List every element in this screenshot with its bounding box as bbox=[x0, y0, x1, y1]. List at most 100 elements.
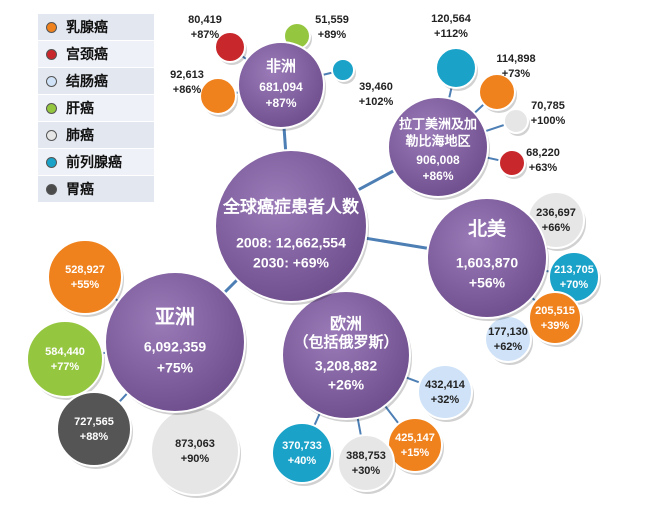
bubbles: 80,419 +87% 51,559 +89% 92,613 +86% 39,460 +102… bbox=[26, 13, 601, 498]
bubble-europe-breast bbox=[387, 417, 443, 473]
region-value: 6,092,359 bbox=[144, 339, 206, 355]
cancer-value: 68,220 bbox=[526, 147, 560, 159]
legend-label: 宫颈癌 bbox=[66, 46, 108, 62]
cancer-value: 727,565 bbox=[74, 416, 114, 428]
cancer-value: 92,613 bbox=[170, 69, 204, 81]
center-growth: 2030: +69% bbox=[253, 255, 329, 271]
cancer-value: 425,147 bbox=[395, 432, 435, 444]
cancer-value: 528,927 bbox=[65, 264, 105, 276]
cancer-value: 213,705 bbox=[554, 264, 594, 276]
cancer-growth: +30% bbox=[352, 465, 381, 477]
legend-item-liver: 肝癌 bbox=[38, 95, 154, 122]
legend-swatch bbox=[46, 156, 57, 168]
region-value: 1,603,870 bbox=[456, 255, 518, 271]
legend-label: 前列腺癌 bbox=[66, 154, 122, 170]
legend-swatch bbox=[46, 102, 57, 114]
bubble-region-europe bbox=[281, 290, 411, 420]
legend-item-cervical: 宫颈癌 bbox=[38, 41, 154, 68]
region-value: 3,208,882 bbox=[315, 358, 377, 374]
legend-label: 结肠癌 bbox=[66, 73, 108, 89]
cancer-growth: +86% bbox=[173, 84, 202, 96]
center-title: 全球癌症患者人数 bbox=[222, 196, 360, 216]
cancer-value: 80,419 bbox=[188, 14, 222, 26]
bubble-africa-cervical bbox=[214, 31, 246, 63]
legend-item-breast: 乳腺癌 bbox=[38, 14, 154, 41]
cancer-growth: +88% bbox=[80, 431, 109, 443]
bubble-namerica-breast bbox=[528, 291, 582, 345]
bubble-latam-prostate bbox=[435, 47, 477, 89]
legend-item-lung: 肺癌 bbox=[38, 122, 154, 149]
bubble-africa-prostate bbox=[331, 58, 355, 82]
legend-swatch bbox=[46, 21, 57, 33]
bubble-latam-breast bbox=[478, 73, 516, 111]
cancer-value: 205,515 bbox=[535, 305, 575, 317]
cancer-growth: +100% bbox=[531, 115, 566, 127]
legend-swatch bbox=[46, 183, 57, 195]
legend-item-colorectal: 结肠癌 bbox=[38, 68, 154, 95]
region-growth: +87% bbox=[265, 96, 296, 110]
cancer-value: 873,063 bbox=[175, 438, 215, 450]
legend-item-prostate: 前列腺癌 bbox=[38, 149, 154, 176]
cancer-growth: +87% bbox=[191, 29, 220, 41]
cancer-value: 236,697 bbox=[536, 207, 576, 219]
bubble-center bbox=[214, 149, 368, 303]
region-value: 906,008 bbox=[416, 153, 460, 167]
bubble-asia-liver bbox=[26, 320, 104, 398]
bubble-asia-lung bbox=[150, 406, 240, 496]
center-total: 2008: 12,662,554 bbox=[236, 235, 346, 251]
region-name: 北美 bbox=[468, 217, 507, 240]
cancer-growth: +66% bbox=[542, 222, 571, 234]
legend-swatch bbox=[46, 129, 57, 141]
cancer-growth: +62% bbox=[494, 341, 523, 353]
legend: 乳腺癌宫颈癌结肠癌肝癌肺癌前列腺癌胃癌 bbox=[38, 14, 154, 203]
bubble-namerica-colorectal bbox=[484, 315, 532, 363]
cancer-value: 370,733 bbox=[282, 440, 322, 452]
cancer-growth: +89% bbox=[318, 29, 347, 41]
cancer-value: 388,753 bbox=[346, 450, 386, 462]
legend-swatch bbox=[46, 48, 57, 60]
cancer-value: 584,440 bbox=[45, 346, 85, 358]
cancer-growth: +55% bbox=[71, 279, 100, 291]
bubble-region-latam bbox=[387, 96, 489, 198]
bubble-latam-cervical bbox=[498, 149, 526, 177]
bubble-latam-lung bbox=[503, 108, 529, 134]
cancer-value: 70,785 bbox=[531, 100, 565, 112]
region-growth: +75% bbox=[157, 360, 194, 376]
cancer-value: 39,460 bbox=[359, 81, 393, 93]
cancer-growth: +32% bbox=[431, 394, 460, 406]
bubble-asia-stomach bbox=[56, 391, 132, 467]
cancer-value: 432,414 bbox=[425, 379, 466, 391]
legend-label: 乳腺癌 bbox=[66, 19, 108, 35]
cancer-value: 114,898 bbox=[496, 53, 535, 65]
bubble-europe-lung bbox=[337, 434, 395, 492]
region-growth: +26% bbox=[328, 377, 365, 393]
region-name: 欧洲 bbox=[330, 314, 362, 333]
region-name: 拉丁美洲及加 bbox=[399, 116, 477, 131]
cancer-growth: +39% bbox=[541, 320, 570, 332]
cancer-growth: +40% bbox=[288, 455, 317, 467]
region-name: 勒比海地区 bbox=[405, 133, 470, 148]
cancer-growth: +73% bbox=[502, 68, 531, 80]
bubble-africa-breast bbox=[199, 77, 237, 115]
legend-swatch bbox=[46, 75, 57, 87]
cancer-value: 51,559 bbox=[315, 14, 349, 26]
bubble-region-asia bbox=[104, 271, 246, 413]
legend-item-stomach: 胃癌 bbox=[38, 176, 154, 203]
region-name: （包括俄罗斯） bbox=[293, 333, 398, 351]
legend-label: 胃癌 bbox=[66, 181, 94, 197]
cancer-growth: +112% bbox=[434, 28, 468, 40]
bubble-region-namerica bbox=[426, 197, 548, 319]
region-name: 非洲 bbox=[266, 57, 296, 75]
bubble-europe-prostate bbox=[271, 422, 333, 484]
bubble-region-africa bbox=[237, 41, 325, 129]
region-growth: +86% bbox=[422, 169, 453, 183]
legend-label: 肺癌 bbox=[66, 127, 94, 143]
bubble-asia-breast bbox=[47, 239, 123, 315]
region-value: 681,094 bbox=[259, 80, 303, 94]
cancer-growth: +102% bbox=[359, 96, 394, 108]
bubble-europe-colorectal bbox=[417, 364, 473, 420]
cancer-growth: +90% bbox=[181, 453, 210, 465]
region-growth: +56% bbox=[469, 275, 506, 291]
